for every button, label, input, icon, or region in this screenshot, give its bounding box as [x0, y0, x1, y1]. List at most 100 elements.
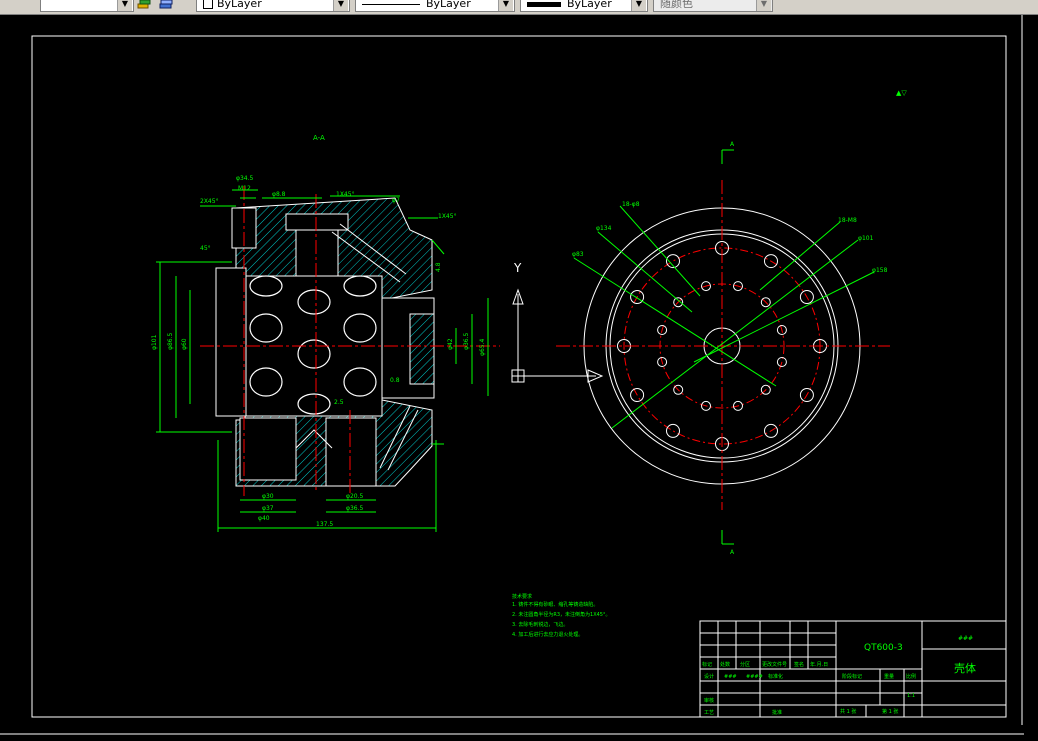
layer-states-icon[interactable] — [137, 0, 151, 11]
color-combo[interactable]: ByLayer ▼ — [196, 0, 350, 12]
dimension-lines — [156, 189, 489, 532]
row-label: 更改文件号 — [762, 661, 787, 668]
lineweight-preview-icon — [527, 1, 561, 7]
channel-line — [331, 231, 401, 283]
technical-notes: 技术要求 1. 铸件不得有砂眼、缩孔等铸造缺陷。 2. 未注圆角半径为R3，未注… — [512, 593, 611, 638]
plotstyle-combo[interactable]: 随颜色 ▼ — [653, 0, 773, 12]
dim-text: 45° — [200, 245, 211, 252]
outer-holes — [617, 241, 827, 451]
chevron-down-icon[interactable]: ▼ — [756, 0, 771, 11]
notes-line: 1. 铸件不得有砂眼、缩孔等铸造缺陷。 — [512, 601, 598, 608]
bolt-hole — [760, 384, 771, 395]
linetype-combo-value: ByLayer — [426, 0, 471, 10]
lineweight-combo-value: ByLayer — [567, 0, 612, 10]
bolt-hole — [701, 400, 711, 411]
sheets-total: 共 1 张 — [840, 708, 856, 715]
dim-text: φ8.8 — [272, 191, 286, 198]
bolt-hole — [701, 281, 711, 292]
linetype-preview-icon — [362, 3, 420, 5]
dim-text: φ86.5 — [167, 333, 174, 351]
section-label: A-A — [313, 134, 325, 142]
bolt-hole — [666, 254, 680, 269]
dim-text: 0.8 — [390, 377, 400, 384]
channel-line — [339, 223, 407, 275]
notes-title: 技术要求 — [512, 593, 532, 600]
bolt-hole — [764, 254, 778, 269]
properties-toolbar: ▼ ByLayer ▼ ByLayer ▼ ByLayer ▼ 随颜色 ▼ — [0, 0, 1038, 15]
design-value: #### — [746, 674, 763, 680]
bolt-hole — [764, 423, 778, 438]
part-name: 壳体 — [954, 661, 976, 675]
check-label: 审核 — [704, 697, 714, 704]
dim-text: 1X45° — [336, 191, 355, 198]
bolt-hole — [799, 388, 814, 402]
dim-text: φ36.5 — [346, 505, 364, 512]
bolt-hole — [630, 290, 645, 304]
bolt-hole — [673, 384, 684, 395]
layer-combo[interactable]: ▼ — [40, 0, 134, 12]
ucs-y-label: Y — [513, 261, 522, 275]
drawing-svg[interactable]: A-A — [0, 15, 1038, 741]
drawing-number: QT600-3 — [864, 643, 903, 653]
linetype-combo[interactable]: ByLayer ▼ — [355, 0, 515, 12]
port-top-counterbore — [285, 213, 349, 231]
left-flange — [215, 267, 247, 417]
surface-finish-symbol: ▲▽ — [896, 89, 907, 97]
title-block-grid — [700, 621, 1006, 717]
chevron-down-icon[interactable]: ▼ — [333, 0, 348, 11]
radial-holes — [249, 275, 377, 415]
layer-previous-icon[interactable] — [159, 0, 173, 11]
port-bottom-right — [325, 417, 377, 487]
title-block: QT600-3 壳体 ### 标记 处数 分区 更改文件号 签名 年.月.日 设… — [699, 620, 1007, 718]
section-arrow-label: A — [730, 549, 735, 556]
notes-line: 3. 去除毛刺锐边，飞边。 — [512, 621, 568, 628]
standard-label: 标准化 — [768, 673, 783, 680]
dim-text: φ134 — [596, 225, 612, 232]
dim-text: 1X45° — [438, 213, 457, 220]
bolt-hole — [733, 281, 743, 292]
dim-text: 2X45° — [200, 198, 219, 205]
end-view: A A 18-φ8 18-M8 φ134 φ101 φ83 φ158 — [556, 141, 890, 556]
bolt-hole — [799, 290, 814, 304]
notes-line: 2. 未注圆角半径为R3，未注倒角为1X45°。 — [512, 611, 611, 618]
row-label: 年.月.日 — [810, 661, 828, 668]
notes-line: 4. 加工后进行去应力退火处理。 — [512, 631, 583, 638]
channel-line — [387, 409, 419, 471]
chevron-down-icon[interactable]: ▼ — [117, 0, 132, 11]
drawing-canvas[interactable]: A-A — [0, 15, 1038, 741]
dim-text: 2.5 — [334, 399, 344, 406]
dim-text: φ36.5 — [463, 333, 470, 351]
dim-text: 18-φ8 — [622, 201, 640, 208]
dim-text: φ40 — [258, 515, 270, 522]
drawing-frame — [31, 35, 1007, 718]
bolt-hole — [776, 325, 787, 335]
bolt-hole — [657, 357, 668, 367]
bolt-hole — [666, 423, 680, 438]
plotstyle-combo-value: 随颜色 — [660, 0, 693, 10]
chevron-down-icon[interactable]: ▼ — [498, 0, 513, 11]
right-boss-wall — [409, 313, 435, 385]
dim-text: 4.8 — [435, 262, 442, 272]
dim-text: φ20.5 — [346, 493, 364, 500]
dim-text: M12 — [238, 185, 251, 192]
row-label: 分区 — [740, 661, 750, 668]
dim-text: φ37 — [262, 505, 274, 512]
dim-text: φ60 — [181, 338, 188, 350]
approve-label: 批准 — [772, 709, 782, 716]
ucs-icon — [511, 288, 604, 383]
section-arrow-label: A — [730, 141, 735, 148]
bolt-hole — [776, 357, 787, 367]
port-bottom-left — [239, 417, 297, 481]
color-swatch-icon — [203, 0, 213, 9]
lineweight-combo[interactable]: ByLayer ▼ — [520, 0, 648, 12]
chevron-down-icon[interactable]: ▼ — [631, 0, 646, 11]
design-label: 设计 — [704, 673, 714, 680]
leader-lines — [573, 205, 875, 429]
stage-label: 阶段标记 — [842, 673, 862, 680]
weight-label: 重量 — [884, 673, 894, 680]
v-notch — [295, 429, 333, 449]
dim-text: φ101 — [151, 334, 158, 350]
scale-label: 比例 — [906, 673, 916, 680]
sheet-number: 第 1 张 — [882, 708, 898, 715]
row-label: 处数 — [720, 661, 730, 668]
